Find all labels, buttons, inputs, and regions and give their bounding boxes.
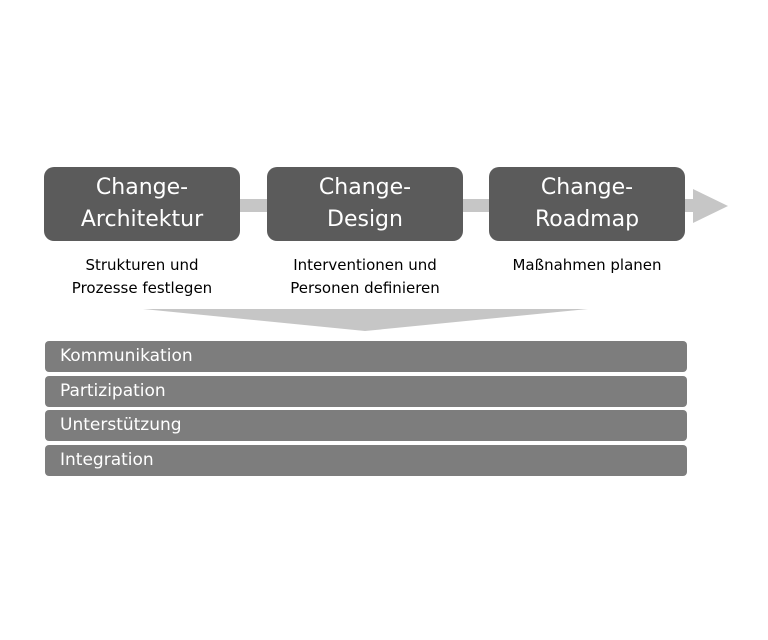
phase-title: Change- Roadmap <box>534 175 640 232</box>
phase-box-roadmap: Change- Roadmap <box>489 167 685 241</box>
phase-title: Change- Design <box>318 175 412 232</box>
phase-box-architektur: Change- Architektur <box>44 167 240 241</box>
bar-kommunikation: Kommunikation <box>45 341 687 372</box>
process-arrow-head <box>693 189 728 223</box>
bar-integration: Integration <box>45 445 687 476</box>
phase-title: Change- Architektur <box>80 175 204 232</box>
bar-partizipation: Partizipation <box>45 376 687 407</box>
bar-unterstuetzung: Unterstützung <box>45 410 687 441</box>
phase-description: Strukturen und Prozesse festlegen <box>71 256 213 297</box>
funnel-arrow <box>143 309 588 331</box>
phase-box-design: Change- Design <box>267 167 463 241</box>
phase-description: Maßnahmen planen <box>512 256 662 274</box>
phase-description: Interventionen und Personen definieren <box>290 256 440 297</box>
